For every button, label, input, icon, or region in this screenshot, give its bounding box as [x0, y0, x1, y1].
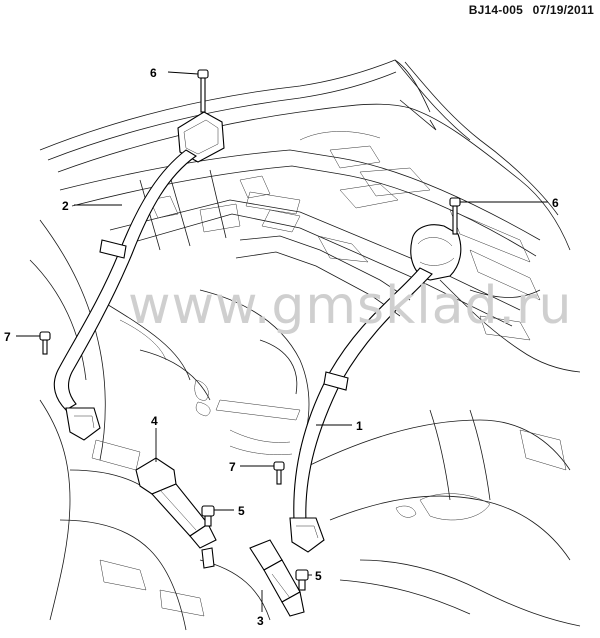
watermark-text: www.gmsklad.ru [128, 276, 572, 336]
callout-7-right: 7 [229, 460, 236, 474]
callout-3: 3 [257, 614, 264, 628]
bolt-7-right [273, 461, 285, 485]
bolt-6-right [449, 197, 461, 235]
right-belt-retractor [410, 224, 462, 281]
bolt-7-left [39, 331, 51, 355]
callout-5-upper: 5 [238, 504, 245, 518]
bolt-5-upper [201, 505, 215, 527]
right-seat-belt-assembly [289, 224, 462, 553]
right-belt-lower-anchor [289, 517, 325, 553]
callout-7-left: 7 [4, 330, 11, 344]
buckle-3 [249, 539, 305, 617]
callout-1: 1 [356, 419, 363, 433]
diagram-header: BJ14-005 07/19/2011 [469, 3, 594, 17]
bolt-6-top [197, 69, 209, 113]
left-seat-belt-assembly [53, 111, 225, 441]
callout-6-right: 6 [552, 196, 559, 210]
callout-4: 4 [151, 414, 158, 428]
right-belt-loop [323, 371, 349, 391]
left-belt-loop [99, 239, 127, 259]
callout-6-top: 6 [150, 66, 157, 80]
diagram-date: 07/19/2011 [532, 3, 594, 17]
callout-labels: 6 2 6 7 1 4 7 5 5 3 [4, 66, 559, 628]
callout-leaders [16, 71, 548, 612]
diagram-code: BJ14-005 [468, 3, 524, 17]
callout-2: 2 [62, 199, 69, 213]
callout-5-lower: 5 [315, 569, 322, 583]
left-belt-lower-anchor [65, 407, 101, 441]
